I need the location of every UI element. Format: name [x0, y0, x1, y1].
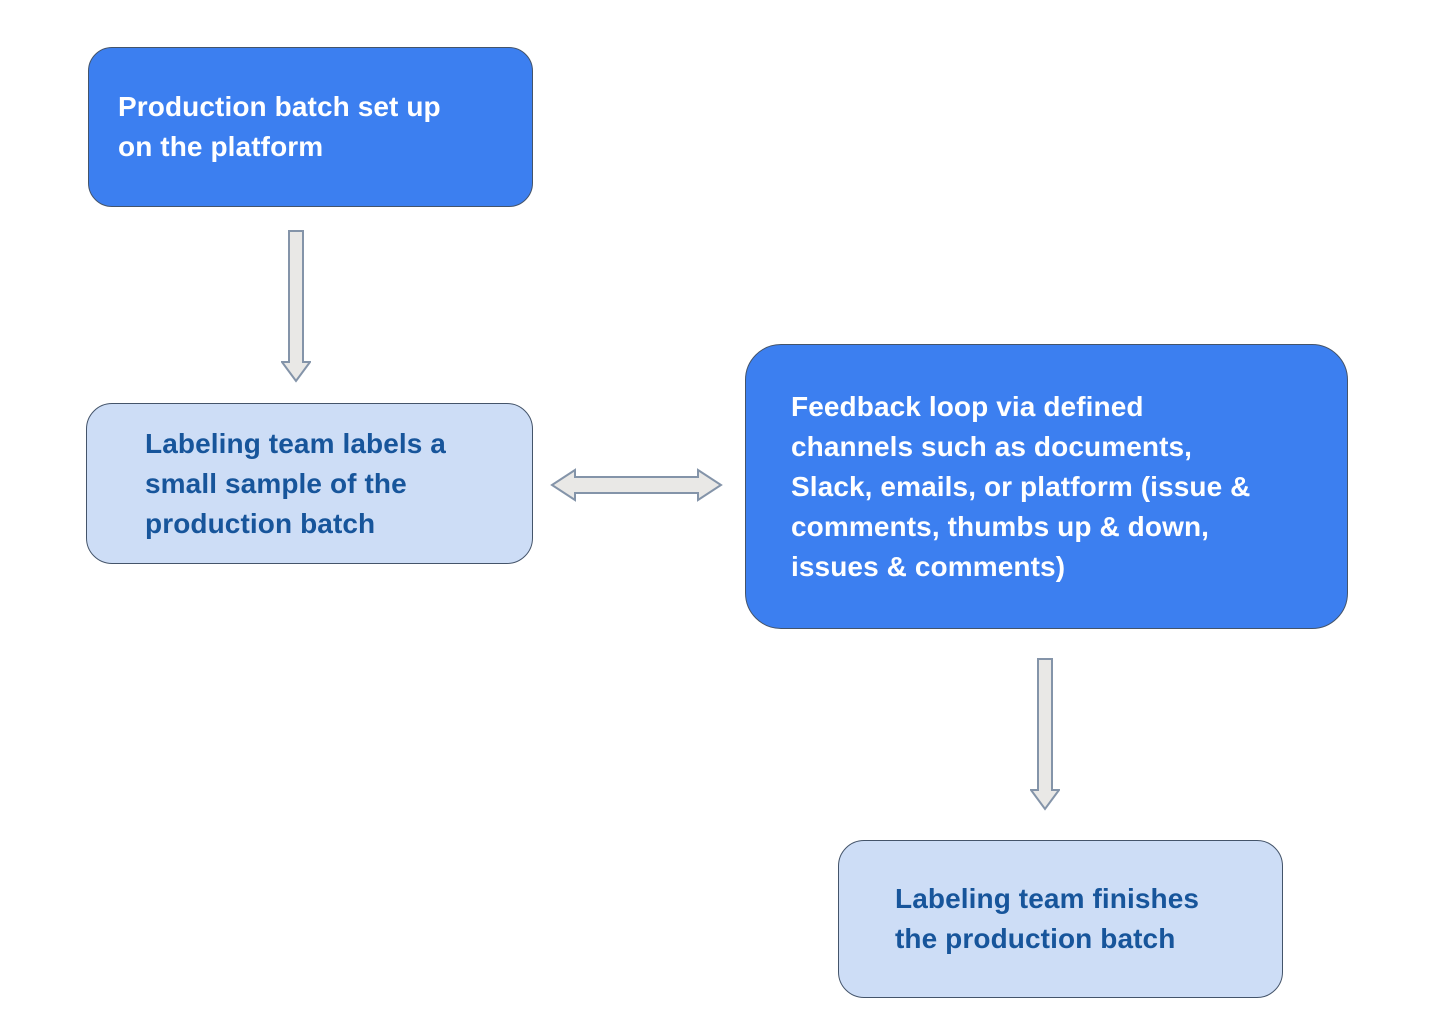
flow-node-label: Production batch set up on the platform — [118, 91, 441, 162]
flow-node-feedback-loop: Feedback loop via defined channels such … — [745, 344, 1348, 629]
double-arrow-icon — [550, 468, 723, 502]
flow-node-label: Labeling team labels a small sample of t… — [145, 427, 446, 539]
down-arrow-icon — [281, 230, 311, 383]
flow-node-labeling-team-sample: Labeling team labels a small sample of t… — [86, 403, 533, 564]
flow-node-production-batch-setup: Production batch set up on the platform — [88, 47, 533, 207]
flow-node-label: Feedback loop via defined channels such … — [791, 390, 1251, 582]
double-arrow-connector — [550, 468, 723, 502]
flow-node-label: Labeling team finishes the production ba… — [895, 883, 1200, 954]
flow-node-labeling-team-finishes: Labeling team finishes the production ba… — [838, 840, 1283, 998]
down-arrow-connector — [281, 230, 311, 383]
down-arrow-connector — [1030, 658, 1060, 811]
down-arrow-icon — [1030, 658, 1060, 811]
